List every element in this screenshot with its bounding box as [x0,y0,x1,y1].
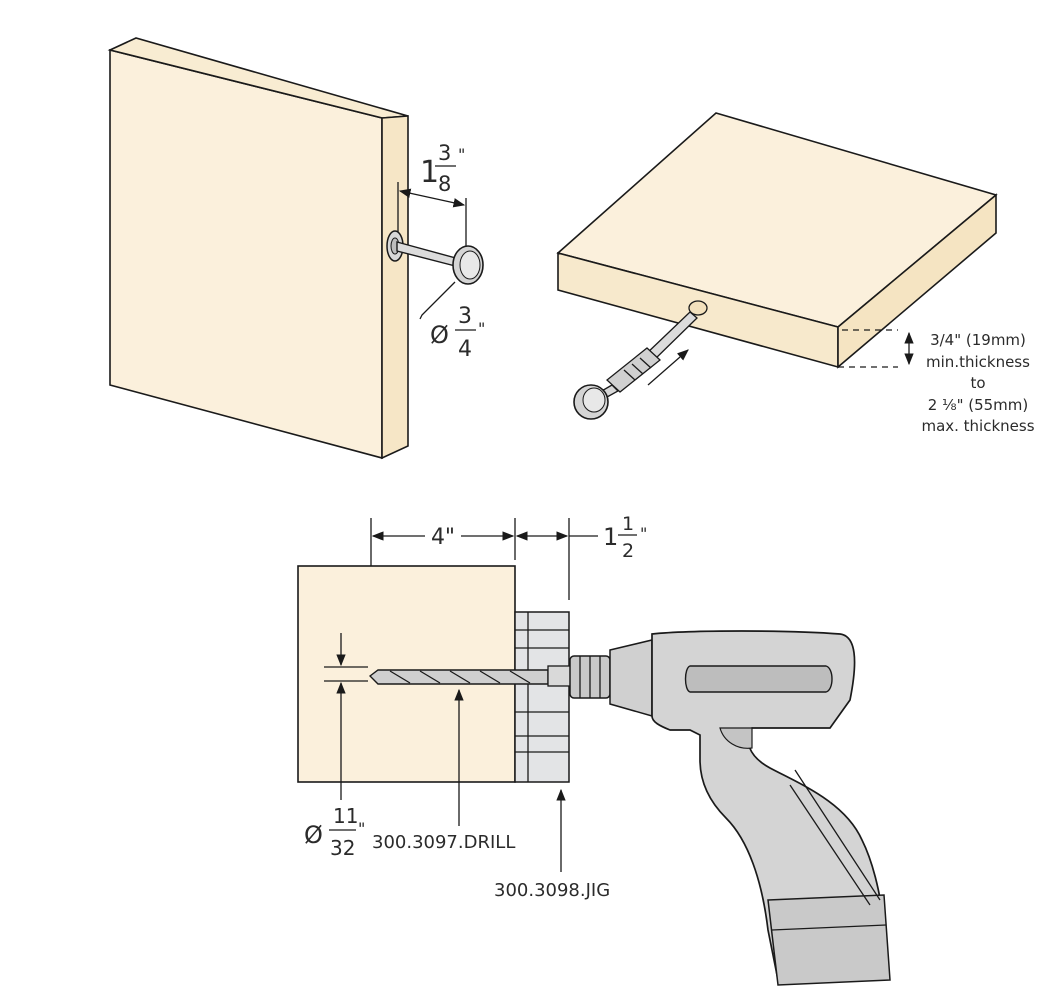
thickness-line-4: 2 ⅛" (55mm) [928,396,1029,414]
pin-length-denominator: 8 [438,172,451,196]
bit-diameter-symbol: Ø [304,821,323,849]
drill-nose [609,639,653,717]
pin-length-unit: " [458,145,465,164]
pin-diameter-numerator: 3 [458,304,472,329]
drill-trigger [719,727,753,749]
inserting-pin [573,311,698,420]
shelf-pin-hole [688,300,708,316]
offset-numerator: 1 [622,513,634,535]
power-drill [569,630,891,986]
drill-depth-label: 4" [431,525,455,550]
offset-unit: " [640,524,647,543]
drill-bit [368,665,573,687]
thickness-line-2: min.thickness [926,353,1030,371]
shelf-side-edge [837,193,997,369]
jig-offset-dimension: 1 1 2 " [515,513,647,562]
shelf-thickness-dimension: 3/4" (19mm) min.thickness to 2 ⅛" (55mm)… [838,329,1035,435]
drill-part-callout: 300.3097.DRILL [372,688,515,853]
offset-whole: 1 [603,523,618,551]
pin-diameter-dimension: Ø 3 4 " [419,281,485,362]
pin-diameter-unit: " [478,319,485,338]
drill-body [651,630,885,981]
thickness-line-3: to [970,374,985,392]
inserting-pin-sleeve [606,347,661,393]
panel-side-edge [381,115,409,460]
insertion-direction-arrow [647,349,689,386]
pin-length-whole: 1 [420,155,439,190]
offset-denominator: 2 [622,540,634,562]
pin-diameter-denominator: 4 [458,337,472,362]
jig-part-number: 300.3098.JIG [494,880,610,901]
thickness-line-1: 3/4" (19mm) [930,331,1026,349]
drill-grip-slot [684,665,833,693]
panel-front-face [109,48,383,460]
drill-part-number: 300.3097.DRILL [372,832,515,853]
thickness-line-5: max. thickness [921,417,1034,435]
bit-diameter-numerator: 11 [333,804,358,828]
figure-drilling: 4" 1 1 2 " [297,513,891,986]
drill-battery-base [767,894,891,986]
bit-diameter-unit: " [358,819,365,838]
drill-depth-dimension: 4" [371,525,515,550]
figure-shelf-insertion: 3/4" (19mm) min.thickness to 2 ⅛" (55mm)… [556,112,1035,435]
shelf-pin [386,230,484,285]
bit-diameter-denominator: 32 [330,836,355,860]
pin-length-numerator: 3 [438,141,451,165]
bit-diameter-dimension: Ø 11 32 " [304,633,368,860]
jig-part-callout: 300.3098.JIG [494,788,610,901]
drilling-jig [514,611,570,783]
pin-diameter-symbol: Ø [430,321,449,349]
figure-panel-with-pin: 1 3 8 " Ø 3 4 " [107,37,485,460]
pin-length-dimension: 1 3 8 " [397,141,467,246]
